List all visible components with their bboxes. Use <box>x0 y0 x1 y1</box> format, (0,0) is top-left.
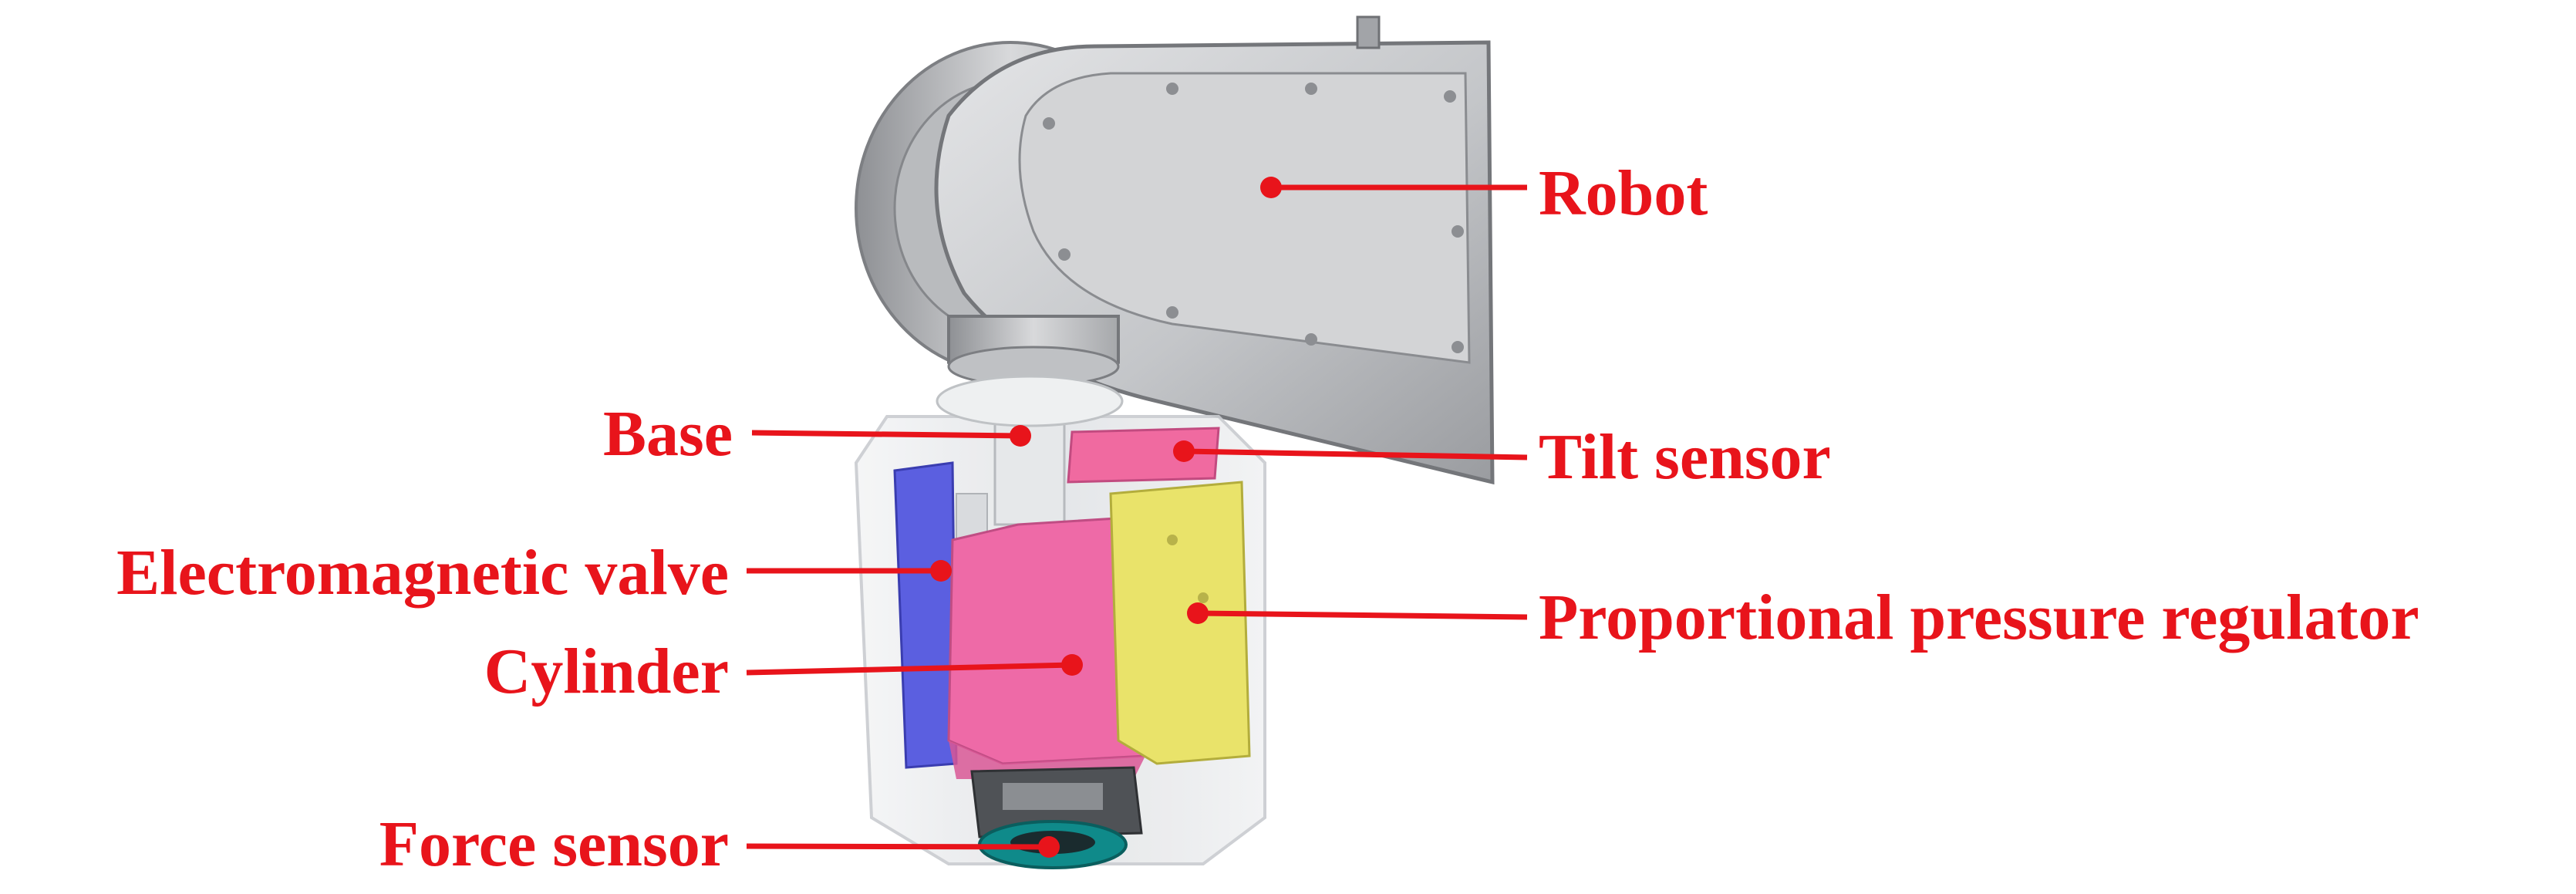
label-proportional-pressure-regulator: Proportional pressure regulator <box>1539 582 2419 653</box>
tilt-sensor-shape <box>1067 427 1220 484</box>
robot-arm <box>855 15 1495 485</box>
label-force-sensor: Force sensor <box>379 808 729 880</box>
callout-base: Base <box>603 398 1031 470</box>
label-base: Base <box>603 398 733 470</box>
callout-force-sensor: Force sensor <box>379 808 1060 880</box>
regulator-shape <box>1109 481 1251 765</box>
label-tilt-sensor: Tilt sensor <box>1539 421 1831 493</box>
electromagnetic-valve-shape <box>893 461 958 769</box>
label-robot: Robot <box>1539 157 1708 229</box>
label-electromagnetic-valve: Electromagnetic valve <box>116 537 729 609</box>
callout-cylinder: Cylinder <box>484 636 1083 707</box>
callout-tilt-sensor: Tilt sensor <box>1173 421 1831 493</box>
callout-proportional-pressure-regulator: Proportional pressure regulator <box>1187 582 2419 653</box>
label-cylinder: Cylinder <box>484 636 729 707</box>
callout-robot: Robot <box>1260 157 1708 229</box>
robot-bolts <box>1043 83 1464 353</box>
callout-electromagnetic-valve: Electromagnetic valve <box>116 537 952 609</box>
